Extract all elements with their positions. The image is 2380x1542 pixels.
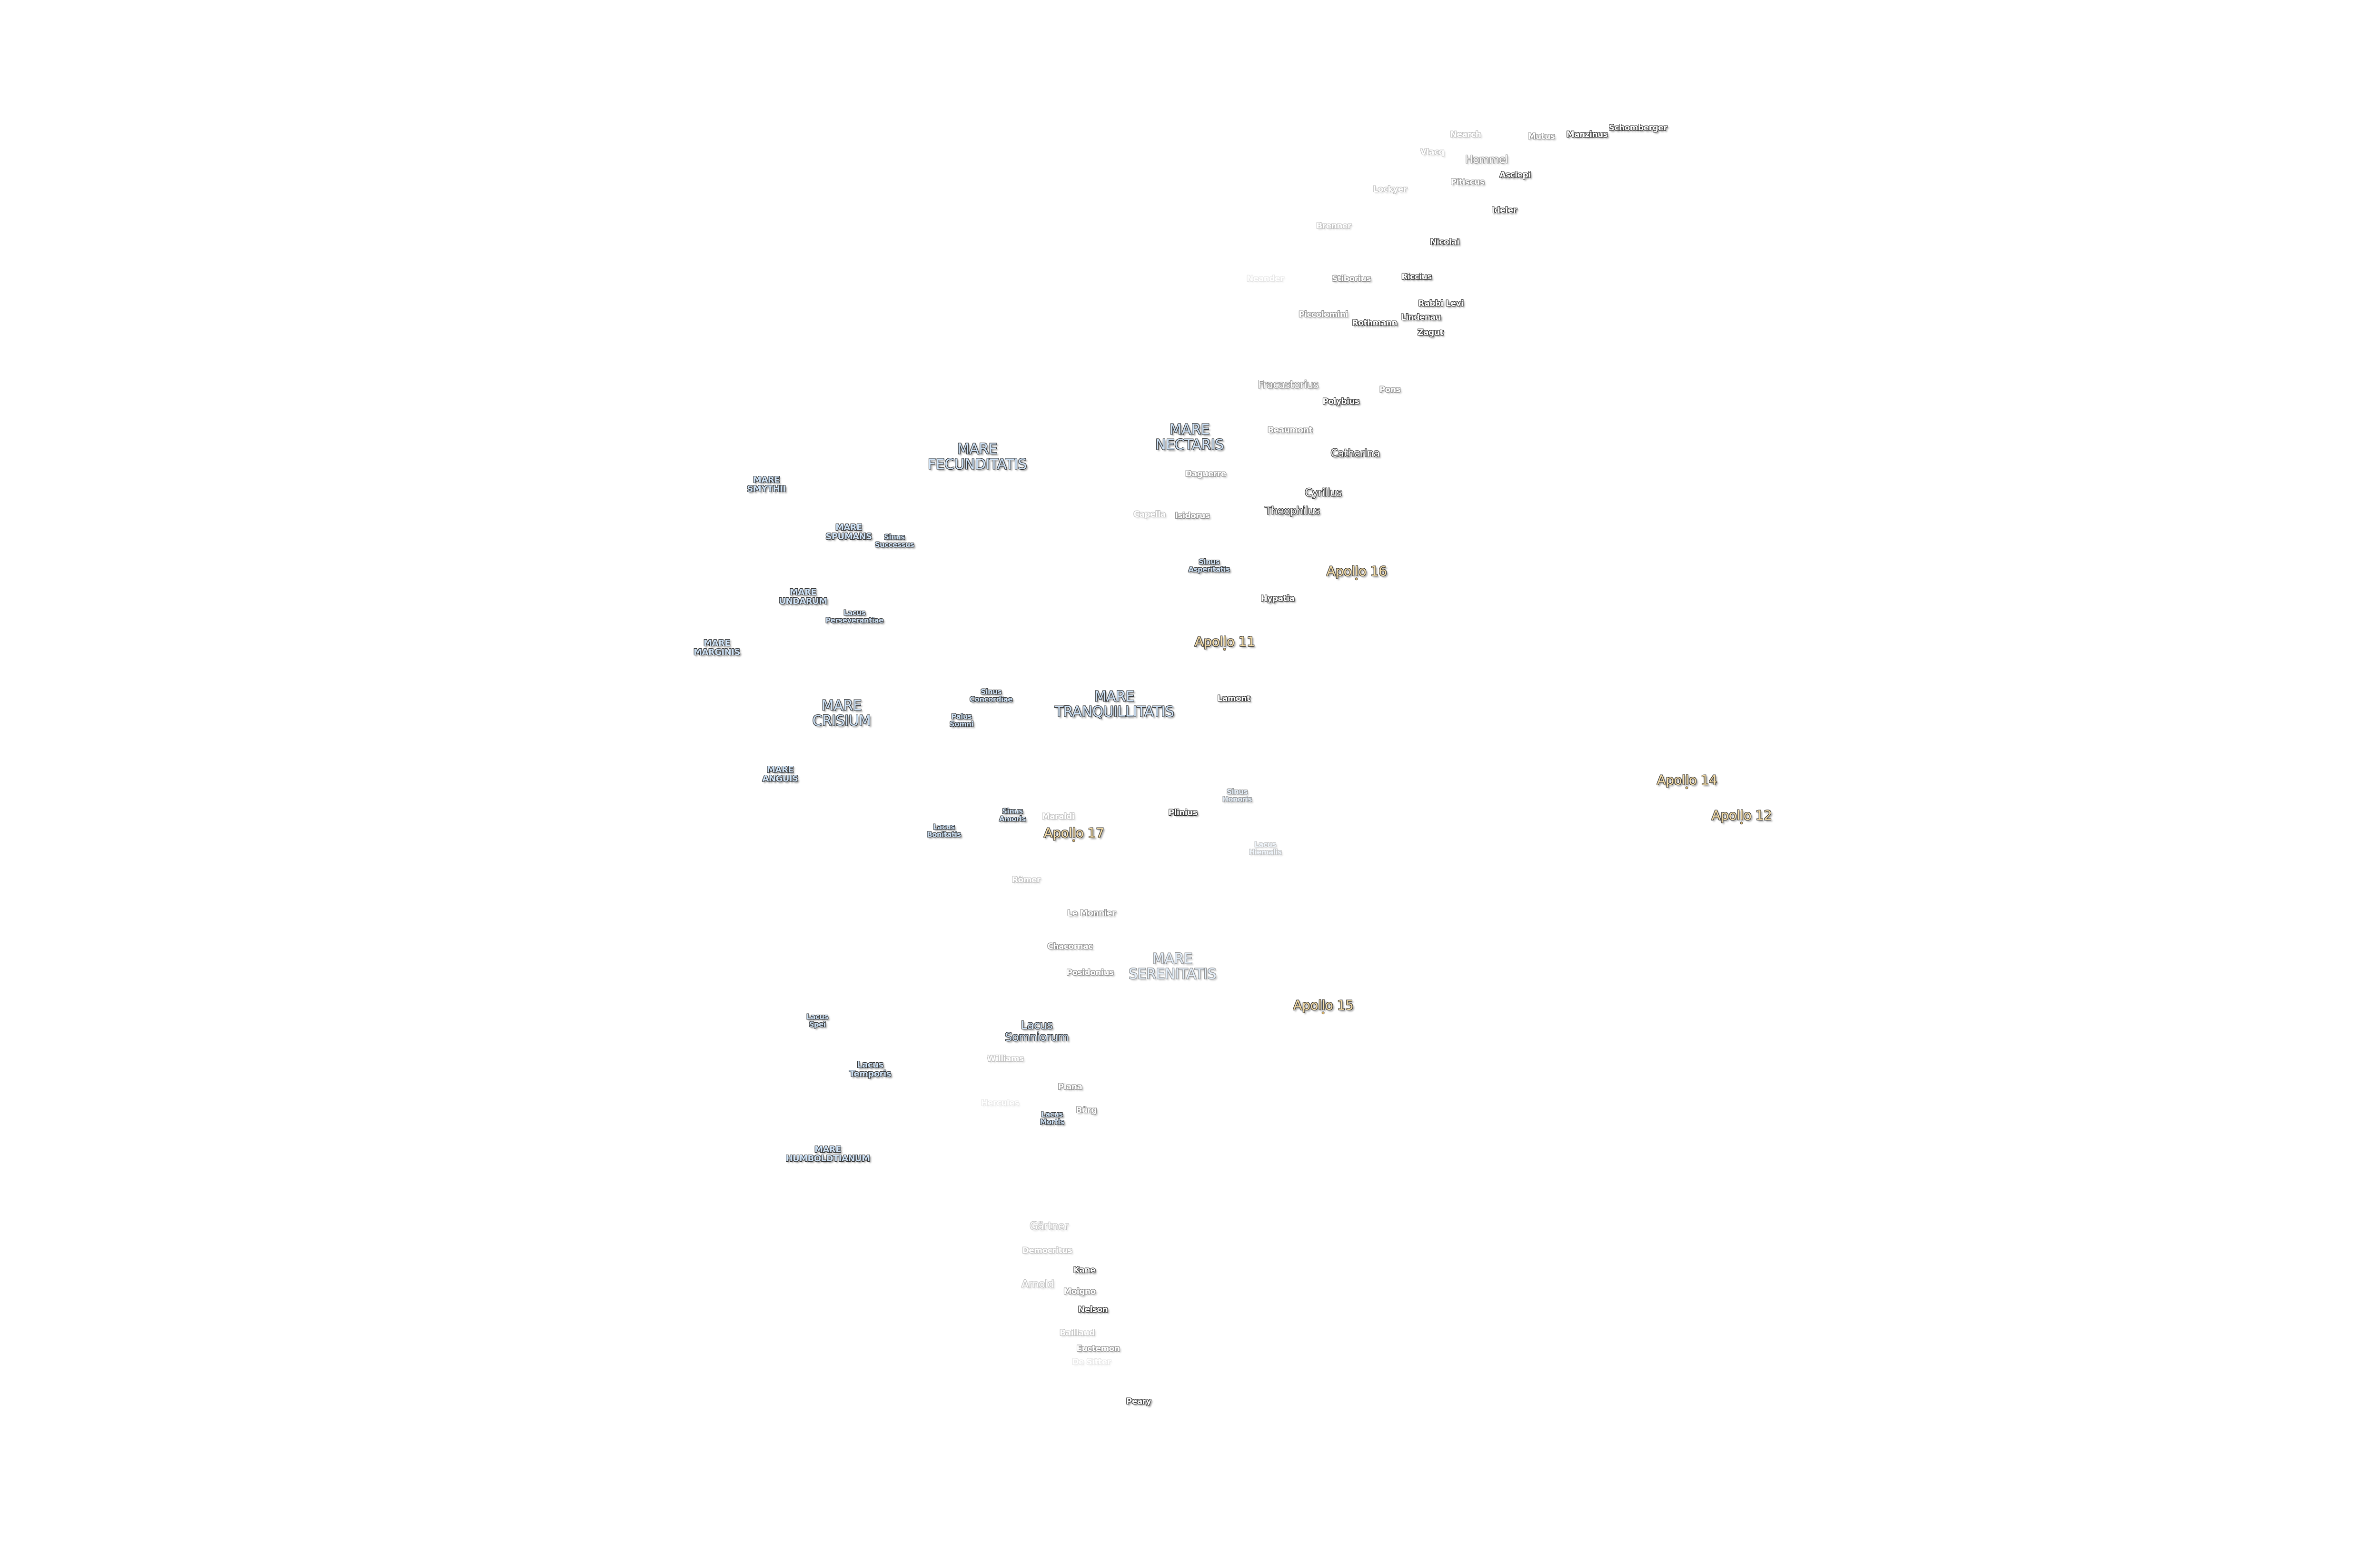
lacus-label: Lacus Temporis xyxy=(849,1060,891,1079)
crater-label: Ideler xyxy=(1491,206,1517,216)
crater-label: Plinius xyxy=(1168,808,1198,818)
mare-label: MARE NECTARIS xyxy=(1155,421,1224,453)
crater-label: Schomberger xyxy=(1608,123,1667,133)
crater-label: Piccolomini xyxy=(1299,310,1348,320)
crater-label: Arnold xyxy=(1021,1278,1054,1291)
lacus-label: Lacus Perseverantiae xyxy=(825,608,883,624)
crater-label: Pons xyxy=(1379,385,1401,395)
crater-label: Asclepi xyxy=(1499,170,1531,180)
crater-label: De Sitter xyxy=(1072,1357,1111,1367)
crater-label: Euctemon xyxy=(1076,1344,1120,1354)
crater-label: Peary xyxy=(1126,1397,1151,1407)
crater-label: Rabbi Levi xyxy=(1418,299,1464,309)
landing-site-marker[interactable]: Apollo 14 xyxy=(1656,772,1717,790)
crater-label: Nicolai xyxy=(1430,237,1459,247)
landing-site-marker[interactable]: Apollo 17 xyxy=(1043,825,1104,842)
mare-label: MARE UNDARUM xyxy=(779,587,827,606)
crater-label: Gärtner xyxy=(1030,1220,1069,1233)
crater-label: Nelson xyxy=(1078,1305,1108,1315)
crater-label: Capella xyxy=(1133,510,1166,520)
crater-label: Moigno xyxy=(1063,1287,1096,1297)
sinus-label: Sinus Amoris xyxy=(999,807,1026,823)
sinus-label: Sinus Honoris xyxy=(1222,787,1252,803)
crater-label: Hercules xyxy=(981,1098,1019,1108)
crater-label: Isidorus xyxy=(1175,511,1210,521)
crater-label: Hommel xyxy=(1465,154,1508,166)
sinus-label: Sinus Concordiae xyxy=(970,687,1012,703)
crater-label: Lamont xyxy=(1217,694,1250,704)
crater-label: Le Monnier xyxy=(1067,909,1116,919)
landing-site-marker[interactable]: Apollo 12 xyxy=(1711,807,1772,825)
crater-label: Kane xyxy=(1073,1265,1096,1275)
mare-label: MARE HUMBOLDTIANUM xyxy=(785,1145,870,1164)
crater-label: Stiborius xyxy=(1332,274,1371,284)
crater-label: Polybius xyxy=(1322,397,1359,407)
sinus-label: Sinus Asperitatis xyxy=(1188,557,1230,573)
crater-label: Plana xyxy=(1058,1082,1082,1092)
crater-label: Manzinus xyxy=(1566,130,1608,140)
crater-label: Catharina xyxy=(1330,447,1380,460)
landing-site-marker[interactable]: Apollo 16 xyxy=(1326,563,1387,581)
crater-label: Fracastorius xyxy=(1258,379,1319,391)
crater-label: Nearch xyxy=(1450,130,1481,140)
crater-label: Hypatia xyxy=(1260,594,1295,604)
mare-label: MARE FECUNDITATIS xyxy=(928,441,1027,473)
crater-label: Baillaud xyxy=(1060,1328,1095,1338)
mare-label: MARE SPUMANS xyxy=(825,523,872,542)
crater-label: Chacornac xyxy=(1047,942,1093,952)
mare-label: MARE CRISIUM xyxy=(812,697,871,729)
crater-label: Brenner xyxy=(1316,221,1351,231)
lacus-label: Lacus Spei xyxy=(806,1012,828,1028)
crater-label: Neander xyxy=(1247,274,1284,284)
crater-label: Römer xyxy=(1012,875,1041,885)
landing-site-marker[interactable]: Apollo 11 xyxy=(1194,633,1255,651)
lacus-label: Lacus Somniorum xyxy=(1005,1018,1069,1044)
lacus-label: Lacus Mortis xyxy=(1040,1110,1064,1126)
crater-label: Riccius xyxy=(1401,272,1432,282)
crater-label: Rothmann xyxy=(1352,318,1398,328)
crater-label: Posidonius xyxy=(1066,968,1114,978)
sinus-label: Sinus Successus xyxy=(874,533,914,549)
crater-label: Vlacq xyxy=(1420,148,1445,158)
mare-label: MARE MARGINIS xyxy=(694,638,740,657)
crater-label: Beaumont xyxy=(1268,425,1312,435)
mare-label: MARE SERENITATIS xyxy=(1129,950,1217,982)
crater-label: Zagut xyxy=(1418,328,1443,338)
crater-label: Mutus xyxy=(1527,132,1555,142)
crater-label: Williams xyxy=(987,1054,1024,1064)
crater-label: Daguerre xyxy=(1185,469,1226,479)
lacus-label: Lacus Hiemalis xyxy=(1249,840,1282,856)
mare-label: MARE TRANQUILLITATIS xyxy=(1054,688,1174,720)
crater-label: Democritus xyxy=(1022,1246,1072,1256)
crater-label: Pitiscus xyxy=(1450,178,1485,188)
crater-label: Theophilus xyxy=(1265,505,1320,517)
lacus-label: Lacus Bonitatis xyxy=(927,822,961,839)
crater-label: Maraldi xyxy=(1041,812,1075,822)
crater-label: Lockyer xyxy=(1373,185,1407,195)
palus-label: Palus Somni xyxy=(949,712,974,728)
landing-site-marker[interactable]: Apollo 15 xyxy=(1293,997,1354,1015)
crater-label: Cyrillus xyxy=(1305,487,1342,499)
crater-label: Bürg xyxy=(1076,1106,1097,1116)
mare-label: MARE ANGUIS xyxy=(762,765,798,784)
mare-label: MARE SMYTHII xyxy=(747,475,786,494)
crater-label: Lindenau xyxy=(1400,313,1441,323)
